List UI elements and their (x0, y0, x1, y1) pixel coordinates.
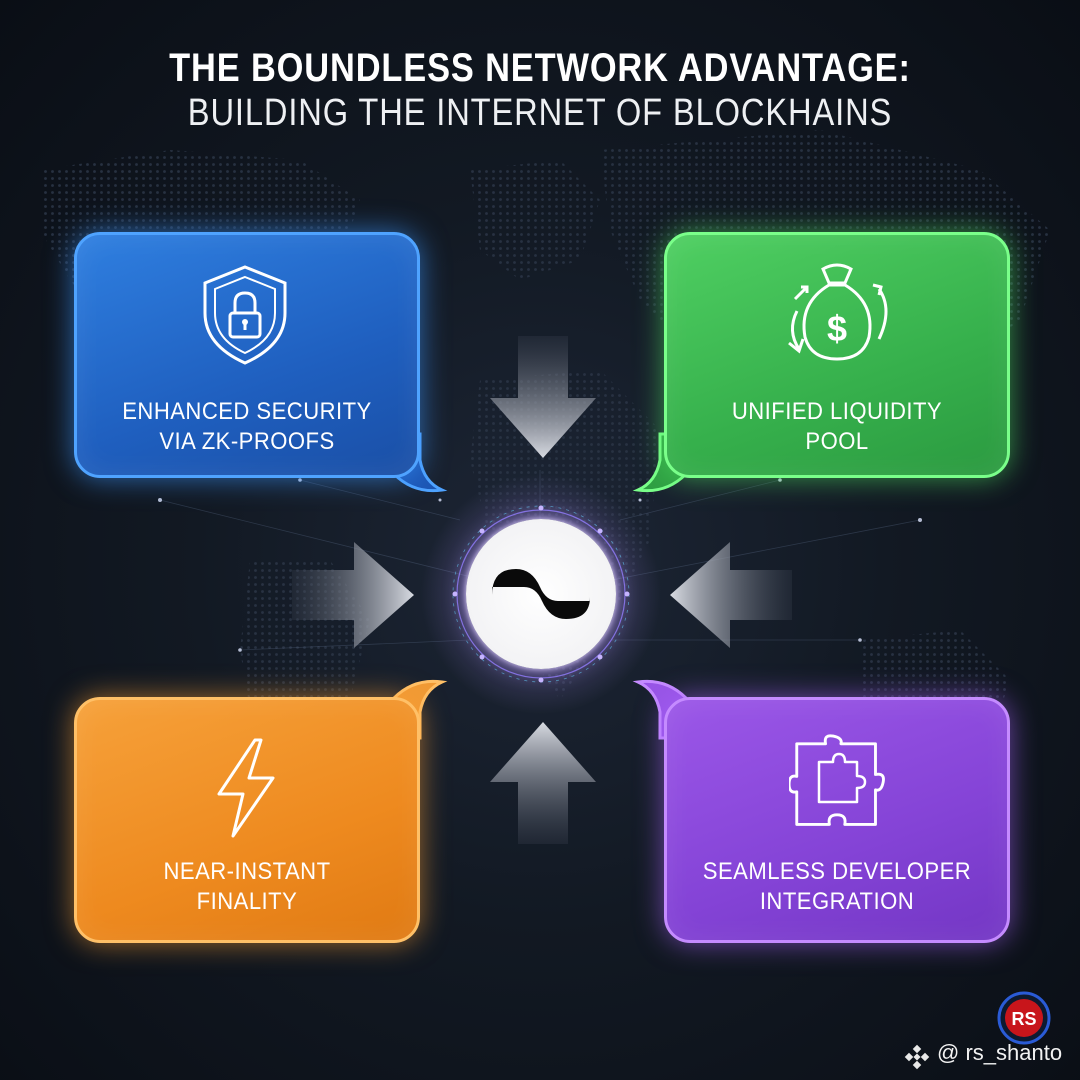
card-unified-liquidity: $ UNIFIED LIQUIDITY POOL (664, 232, 1010, 478)
hub-logo-circle (466, 519, 616, 669)
card-label-line-1: SEAMLESS DEVELOPER (702, 858, 972, 885)
puzzle-piece-icon (789, 734, 885, 826)
title-line-1: THE BOUNDLESS NETWORK ADVANTAGE: (169, 46, 911, 90)
card-enhanced-security: ENHANCED SECURITY VIA ZK-PROOFS (74, 232, 420, 478)
card-near-instant-finality: NEAR-INSTANT FINALITY (74, 697, 420, 943)
arrow-down-icon (490, 336, 596, 458)
arrow-left-icon (670, 542, 792, 648)
card-label-line-1: UNIFIED LIQUIDITY (731, 398, 943, 425)
card-label-line-1: ENHANCED SECURITY (122, 398, 372, 425)
card-label-line-1: NEAR-INSTANT (163, 858, 331, 885)
money-bag-icon: $ (788, 263, 888, 361)
card-seamless-developer-integration: SEAMLESS DEVELOPER INTEGRATION (664, 697, 1010, 943)
arrow-right-icon (292, 542, 414, 648)
hub-network-ring (452, 505, 630, 683)
card-label-line-2: POOL (805, 428, 869, 455)
card-label-line-2: FINALITY (196, 888, 298, 915)
card-label-line-2: INTEGRATION (759, 888, 915, 915)
lightning-bolt-icon (217, 738, 275, 838)
title-line-2: BUILDING THE INTERNET OF BLOCKHAINS (187, 92, 893, 134)
shield-lock-icon (203, 265, 287, 365)
rs-badge-text: RS (1011, 1009, 1036, 1029)
creator-handle: @ rs_shanto (937, 1040, 1063, 1065)
svg-text:$: $ (827, 308, 847, 349)
card-label-line-2: VIA ZK-PROOFS (159, 428, 335, 455)
binance-diamond-icon (904, 1044, 930, 1070)
rs-badge-logo: RS (997, 991, 1051, 1045)
arrow-up-icon (490, 722, 596, 844)
wave-logo-icon (492, 569, 590, 619)
